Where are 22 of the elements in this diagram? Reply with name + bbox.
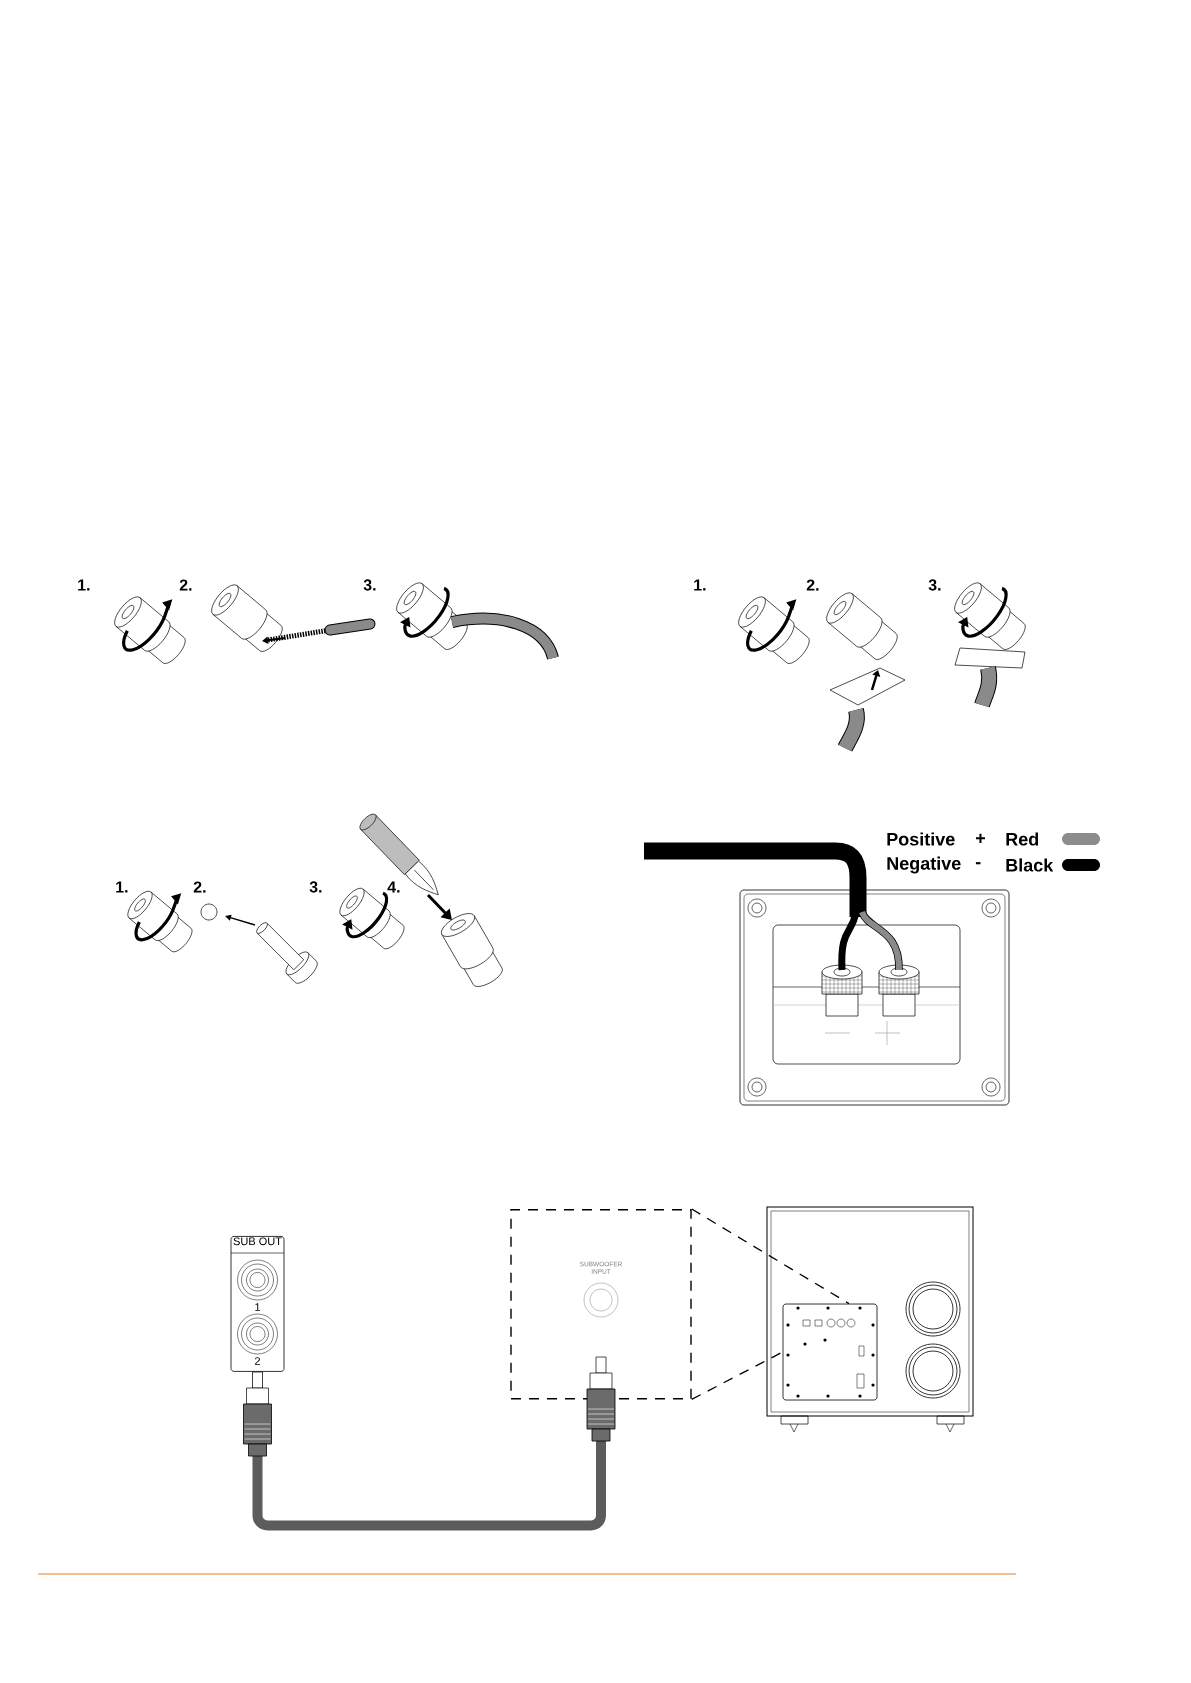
step-number: 2. xyxy=(806,579,819,591)
jack-number: 1 xyxy=(255,1303,261,1311)
polarity-label: - xyxy=(975,862,981,865)
legend-label: Black xyxy=(1006,858,1054,872)
zoom-line xyxy=(691,1351,784,1401)
control-panel xyxy=(782,1303,878,1401)
step-number: 1. xyxy=(694,579,706,591)
step-number: 3. xyxy=(363,579,376,591)
polarity-label: + xyxy=(975,833,985,843)
step-number: 1. xyxy=(116,881,128,893)
subwoofer-drawing xyxy=(766,1206,974,1433)
polarity-label: Positive xyxy=(887,832,955,846)
step-number: 3. xyxy=(309,881,322,893)
step-number: 2. xyxy=(193,881,206,893)
legend-label: Red xyxy=(1006,832,1039,846)
zoom-line xyxy=(691,1208,850,1305)
jack-number: 2 xyxy=(255,1357,260,1365)
polarity-label: Negative xyxy=(887,856,961,874)
step-number: 3. xyxy=(928,579,941,591)
step-number: 4. xyxy=(387,881,400,893)
step-number: 2. xyxy=(179,579,192,591)
step-number: 1. xyxy=(78,579,90,591)
